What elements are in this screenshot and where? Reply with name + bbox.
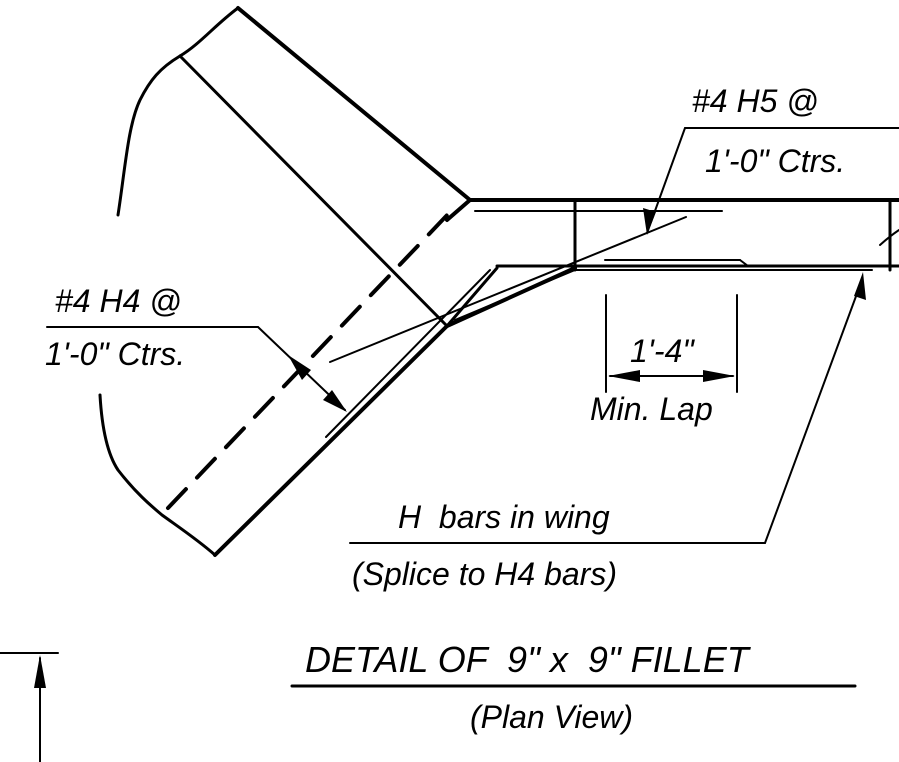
- h5-arrowhead: [643, 208, 656, 235]
- h4-callout: #4 H4 @ 1'-0" Ctrs.: [45, 283, 347, 412]
- wall-top-edge: [236, 6, 472, 202]
- wall-bottom-edge: [213, 324, 449, 557]
- h5-bar-label: #4 H5 @: [692, 83, 819, 119]
- fillet-top-bend: [445, 198, 472, 222]
- detail-title: DETAIL OF 9" x 9" FILLET: [305, 639, 752, 680]
- h4-arrowhead-back: [288, 355, 311, 380]
- wall-inner-face: [178, 54, 449, 328]
- h5-bar-diagonal: [329, 216, 687, 363]
- lap-length-label: 1'-4": [630, 333, 695, 369]
- wing-leader-line: [764, 279, 863, 544]
- splice-note-label: (Splice to H4 bars): [352, 556, 617, 592]
- straight-wall: [329, 198, 899, 363]
- wing-arrowhead: [854, 272, 866, 300]
- lap-dimension: 1'-4" Min. Lap: [590, 294, 738, 427]
- h5-callout: #4 H5 @ 1'-0" Ctrs.: [643, 83, 899, 235]
- wing-bars-callout: H bars in wing (Splice to H4 bars): [349, 272, 866, 592]
- h4-spacing-label: 1'-0" Ctrs.: [45, 336, 185, 372]
- lap-note-label: Min. Lap: [590, 391, 713, 427]
- fillet-corner: [445, 198, 577, 328]
- fillet-outer-chamfer: [445, 266, 499, 328]
- wall-break-line-bottom: [98, 393, 217, 557]
- reference-arrow: [0, 652, 59, 762]
- angled-wall: [98, 6, 491, 557]
- wing-bars-label: H bars in wing: [398, 499, 610, 535]
- h4-bar-label: #4 H4 @: [55, 283, 182, 319]
- lap-arrow-right: [703, 370, 735, 382]
- h4-bar-dashed: [166, 208, 454, 510]
- detail-title-block: DETAIL OF 9" x 9" FILLET (Plan View): [290, 639, 857, 735]
- detail-subtitle: (Plan View): [470, 699, 633, 735]
- wall-break-line-top: [116, 6, 240, 217]
- lap-bar-bend: [739, 259, 749, 267]
- lap-arrow-left: [608, 370, 640, 382]
- h5-spacing-label: 1'-0" Ctrs.: [705, 143, 845, 179]
- h4-arrowhead: [323, 390, 347, 412]
- fillet-inner-line: [454, 269, 576, 321]
- wall-rebar-line: [325, 269, 491, 438]
- straight-wall-break-mark: [879, 229, 899, 246]
- reference-arrow-head: [34, 655, 46, 688]
